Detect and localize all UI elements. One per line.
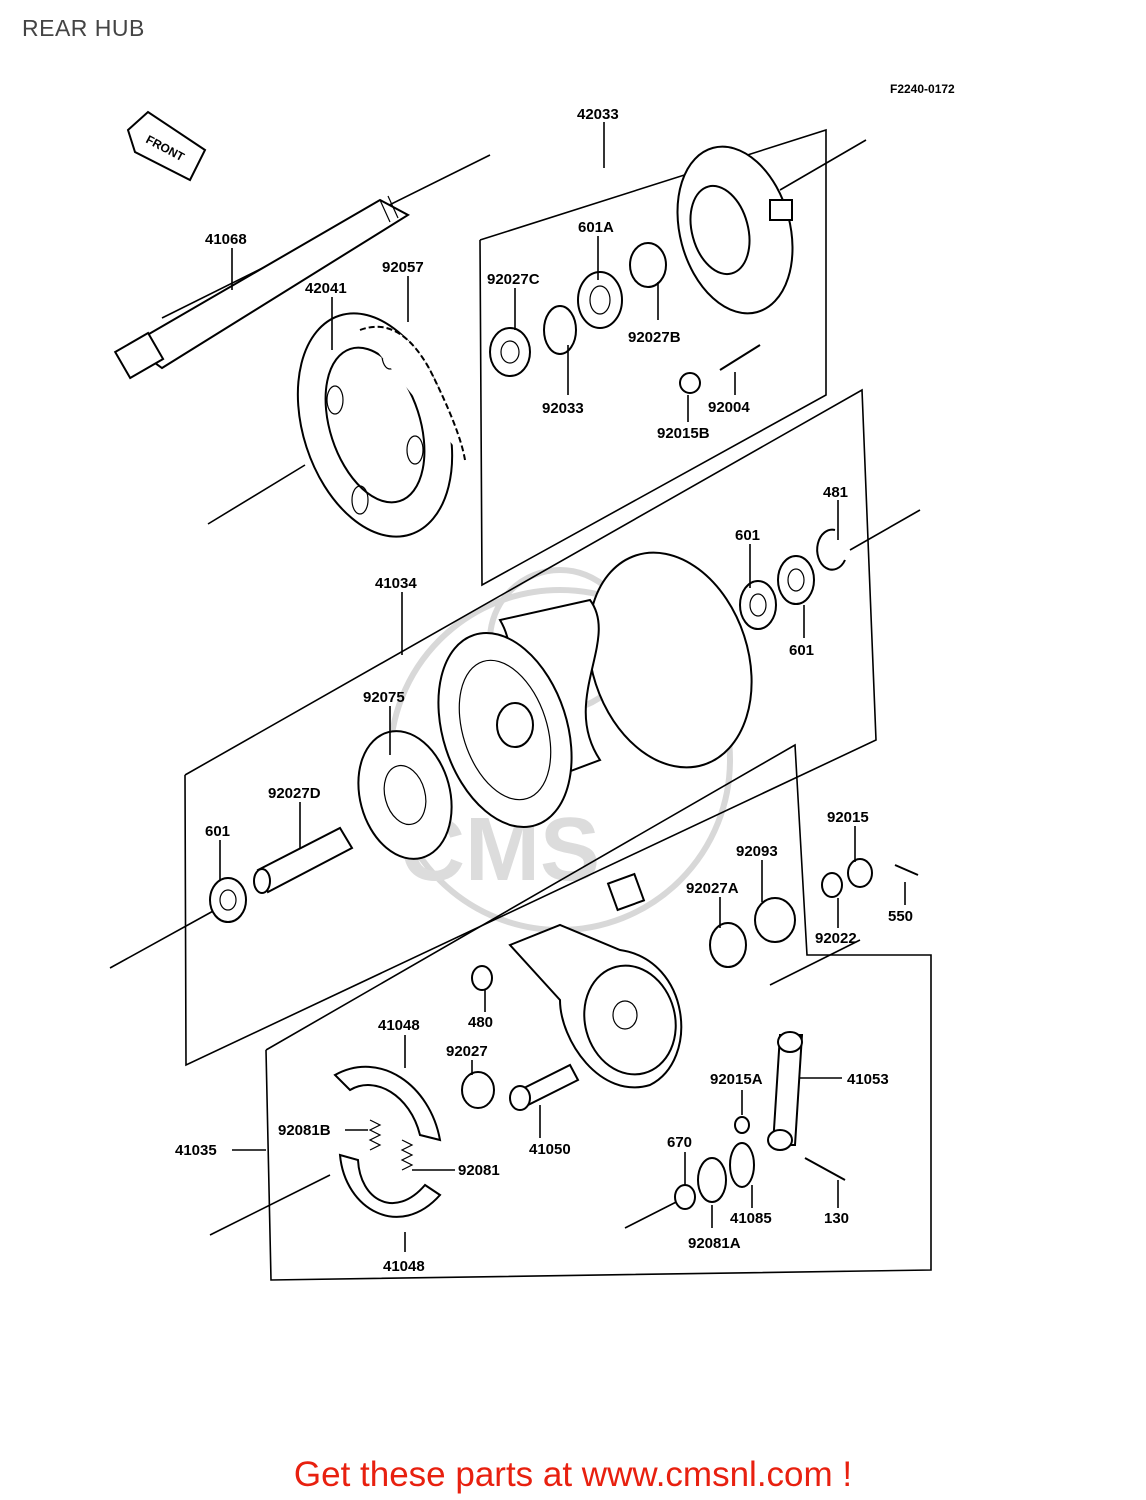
part-label-41035: 41035 [175,1142,217,1159]
brake-panel [471,872,683,1089]
part-label-481: 481 [823,484,848,501]
part-label-92027B: 92027B [628,329,681,346]
page-title: REAR HUB [22,15,145,41]
part-label-42033: 42033 [577,106,619,123]
part-label-92027: 92027 [446,1043,488,1060]
frame-41035 [265,743,932,1281]
brake-shoes-41048 [333,1065,442,1218]
cam-41050 [461,1063,580,1111]
part-label-41048-lower: 41048 [383,1258,425,1275]
part-label-41048-upper: 41048 [378,1017,420,1034]
part-label-92022: 92022 [815,930,857,947]
part-label-92004: 92004 [708,399,750,416]
chain-92057 [359,325,466,461]
part-label-550: 550 [888,908,913,925]
part-label-601-left: 601 [205,823,230,840]
axle-41068 [113,195,410,380]
part-label-41053: 41053 [847,1071,889,1088]
part-label-92081A: 92081A [688,1235,741,1252]
part-label-92015A: 92015A [710,1071,763,1088]
part-label-42041: 42041 [305,280,347,297]
hub-41034 [437,551,753,829]
part-label-41034: 41034 [375,575,417,592]
coupling-42033 [676,145,794,315]
part-label-92057: 92057 [382,259,424,276]
right-small-parts [709,858,919,968]
part-label-41068: 41068 [205,231,247,248]
part-label-92027C: 92027C [487,271,540,288]
part-label-601-lower: 601 [789,642,814,659]
part-label-670: 670 [667,1134,692,1151]
spacer-92027D [253,826,354,894]
part-label-480: 480 [468,1014,493,1031]
part-label-92015: 92015 [827,809,869,826]
part-label-92081B: 92081B [278,1122,331,1139]
part-labels: 42033 41068 92057 42041 601A 92027C 9202… [175,106,913,1275]
part-label-601A: 601A [578,219,614,236]
part-label-92075: 92075 [363,689,405,706]
part-label-92027D: 92027D [268,785,321,802]
part-label-601-upper: 601 [735,527,760,544]
parts-diagram: CMS FRONT F2240-0172 [109,82,955,1281]
part-label-41050: 41050 [529,1141,571,1158]
bearings-601 [209,528,846,923]
footer-promo: Get these parts at www.cmsnl.com ! [293,1455,853,1494]
small-parts-42033 [489,242,761,394]
lever-41053 [674,1031,846,1210]
part-label-92033: 92033 [542,400,584,417]
frame-41034 [184,388,877,1067]
damper-92075 [357,730,453,860]
front-arrow: FRONT [126,110,207,182]
part-label-130: 130 [824,1210,849,1227]
part-label-41085: 41085 [730,1210,772,1227]
figure-ref: F2240-0172 [890,82,955,96]
leader-lines [219,122,906,1252]
part-label-92015B: 92015B [657,425,710,442]
part-label-92027A: 92027A [686,880,739,897]
part-label-92081: 92081 [458,1162,500,1179]
part-label-92093: 92093 [736,843,778,860]
